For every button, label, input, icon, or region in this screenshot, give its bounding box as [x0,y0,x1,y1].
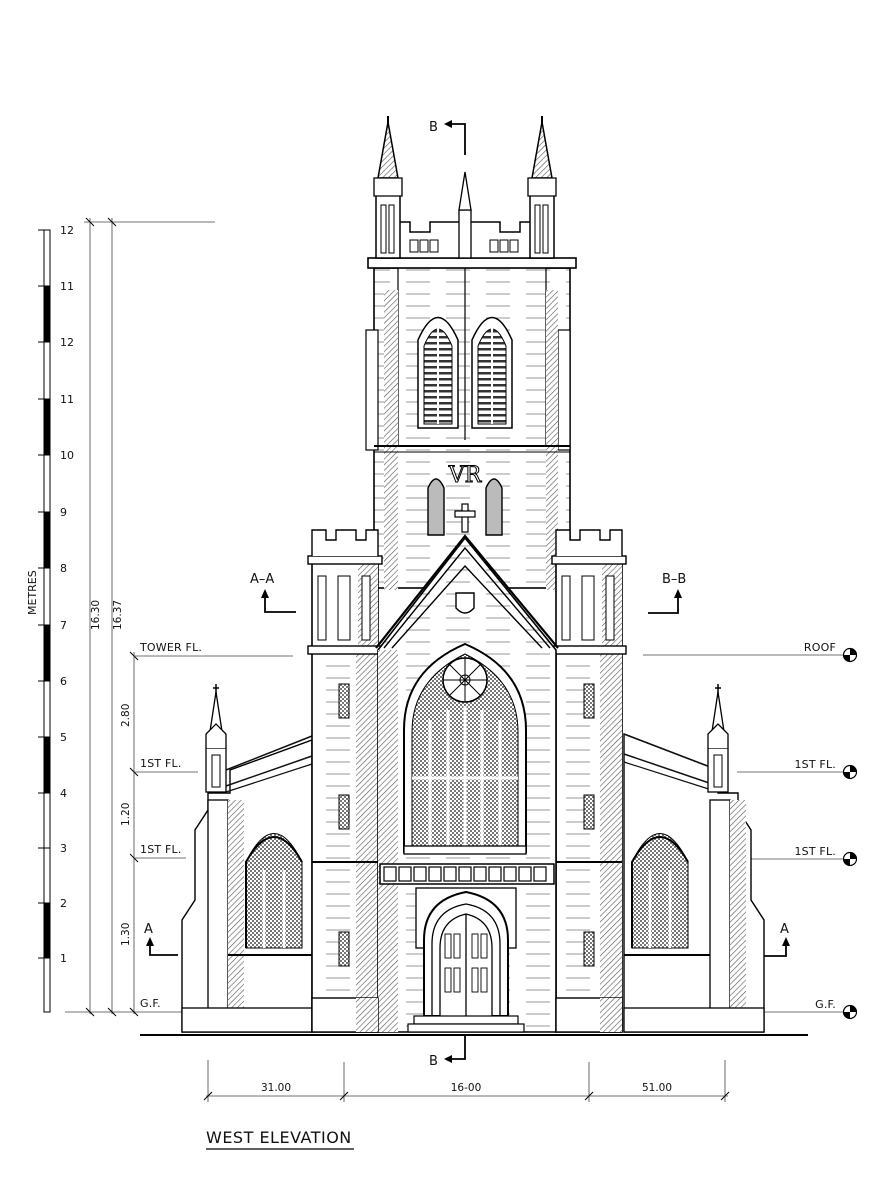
church-elevation: VR [140,116,808,1036]
section-mark-top: B [429,120,438,135]
monogram: VR [448,463,483,488]
dim-1st-to-1st: 1.20 [120,803,132,826]
scale-bar-label: METRES [26,570,39,615]
arrow-up-icon [146,937,154,946]
section-mark-b-b: B–B [662,572,686,587]
dim-left: 31.00 [261,1082,291,1094]
scale-tick: 5 [60,731,67,744]
right-turret [551,529,627,1033]
section-mark-a-a: A–A [250,572,274,587]
central-tower: VR [365,116,577,590]
arrow-up-icon [782,937,790,946]
scale-tick: 9 [60,506,67,519]
dim-center: 16-00 [451,1082,482,1094]
nave-gable [375,503,559,1033]
level-roof: ROOF [804,641,836,654]
datum-symbol-icon [842,1004,858,1020]
datum-symbol-icon [842,647,858,663]
dim-tower-to-1st: 2.80 [120,704,132,727]
section-mark-bottom: B [429,1054,438,1069]
scale-tick: 12 [60,336,74,349]
scale-tick: 10 [60,449,74,462]
scale-tick: 4 [60,787,67,800]
scale-tick: 2 [60,897,67,910]
ornamental-frieze [379,863,555,885]
dim-overall-1: 16.30 [90,600,102,630]
right-aisle [623,684,765,1033]
level-1st-fl-lower: 1ST FL. [140,843,182,856]
dim-gf-to-1st: 1.30 [120,923,132,946]
left-level-markers: TOWER FL. 1ST FL. 1ST FL. G.F. [134,641,293,1010]
section-mark-a-left: A [144,922,153,937]
scale-tick: 6 [60,675,67,688]
scale-tick: 11 [60,280,74,293]
scale-tick: 1 [60,952,67,965]
datum-symbol-icon [842,851,858,867]
level-1st-fl-upper: 1ST FL. [140,757,182,770]
dim-overall-2: 16.37 [112,600,124,630]
tower-lancet-right [485,478,503,536]
level-gf: G.F. [140,997,161,1010]
tower-spire-right [531,121,553,179]
horizontal-dimensions: 31.00 16-00 51.00 [203,1060,730,1102]
arrow-left-icon [444,120,452,128]
scale-tick: 7 [60,619,67,632]
shield-ornament [455,592,475,614]
left-turret [307,529,383,1033]
scale-tick: 12 [60,224,74,237]
section-mark-a-right: A [780,922,789,937]
drawing-title: WEST ELEVATION [206,1128,352,1147]
scale-tick: 11 [60,393,74,406]
right-level-markers: ROOF 1ST FL. 1ST FL. G.F. [643,641,858,1020]
tower-spire-left [377,121,399,179]
tower-lancet-left [427,478,445,536]
level-1st-fl-lower-right: 1ST FL. [794,845,836,858]
vertical-dimensions: 16.30 16.37 2.80 1.20 1.30 [65,217,215,1017]
datum-symbol-icon [842,764,858,780]
level-tower-fl: TOWER FL. [139,641,202,654]
dim-right: 51.00 [642,1082,672,1094]
cross-finial-icon [454,503,476,533]
level-gf-right: G.F. [815,998,836,1011]
scale-tick: 3 [60,842,67,855]
level-1st-fl-upper-right: 1ST FL. [794,758,836,771]
scale-tick: 8 [60,562,67,575]
arrow-left-icon [444,1055,452,1063]
left-aisle [181,684,313,1033]
section-marks: B B A–A B–B A A [144,120,790,1069]
scale-bar: 12 11 12 11 10 9 8 7 6 5 4 3 2 1 METRES [26,224,74,1013]
arrow-up-icon [674,589,682,598]
arrow-up-icon [261,589,269,598]
